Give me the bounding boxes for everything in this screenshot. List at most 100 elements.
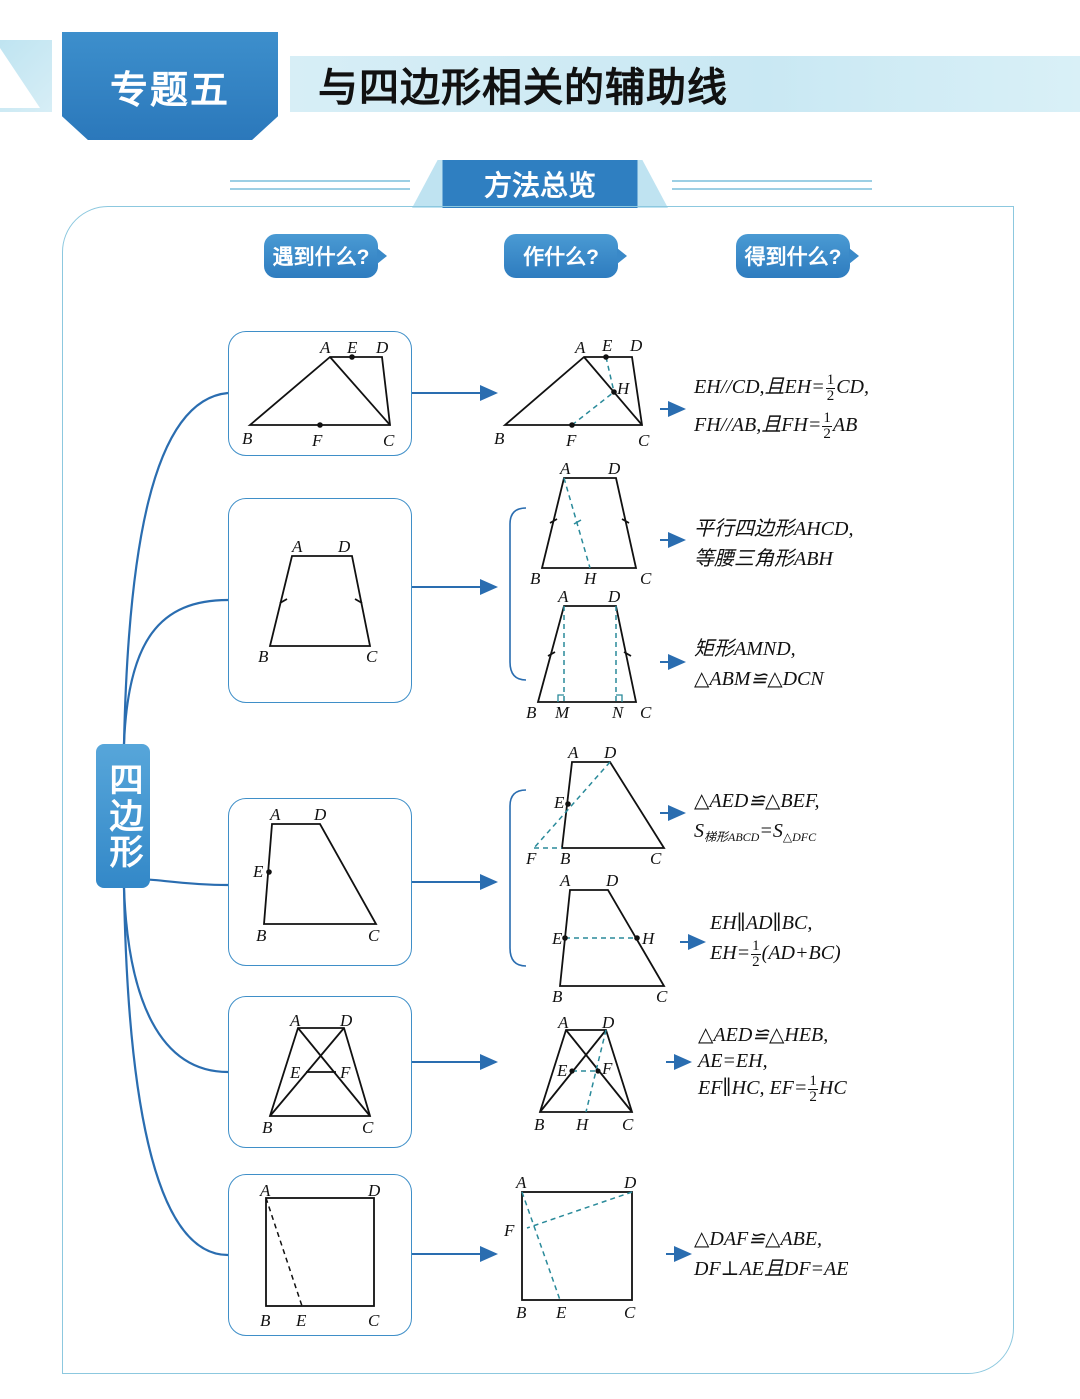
svg-text:B: B <box>552 987 563 1006</box>
column-header-result: 得到什么? <box>736 234 859 278</box>
svg-text:A: A <box>557 1013 569 1032</box>
ribbon-line-right <box>672 180 872 182</box>
svg-text:C: C <box>656 987 668 1006</box>
svg-text:E: E <box>346 338 358 357</box>
condition-box-1 <box>228 331 412 456</box>
svg-text:H: H <box>575 1115 590 1134</box>
ribbon-line-right-2 <box>672 188 872 190</box>
svg-text:D: D <box>339 1011 353 1030</box>
result-3a: △AED≌△BEF, S梯形ABCD=S△DFC <box>694 786 819 852</box>
svg-text:A: A <box>259 1181 271 1200</box>
result-2a-line-1: 平行四边形AHCD, <box>694 518 854 540</box>
svg-text:H: H <box>641 929 656 948</box>
svg-text:A: A <box>269 805 281 824</box>
svg-text:B: B <box>560 849 571 868</box>
brace-row-3 <box>509 789 527 967</box>
figure-3-condition <box>263 823 378 925</box>
svg-text:B: B <box>534 1115 545 1134</box>
figure-4-condition <box>268 1027 372 1117</box>
svg-text:M: M <box>554 703 570 722</box>
brace-row-2 <box>509 507 527 681</box>
svg-text:A: A <box>291 537 303 556</box>
svg-text:F: F <box>503 1221 515 1240</box>
ribbon-line-left-2 <box>230 188 410 190</box>
svg-text:B: B <box>516 1303 527 1322</box>
result-3b-line-1: EH∥AD∥BC, <box>710 912 813 934</box>
svg-text:A: A <box>289 1011 301 1030</box>
svg-text:H: H <box>616 379 631 398</box>
condition-box-3 <box>228 798 412 966</box>
figure-5-condition <box>265 1197 375 1307</box>
svg-text:E: E <box>289 1063 301 1082</box>
svg-text:E: E <box>551 929 563 948</box>
svg-text:C: C <box>368 926 380 945</box>
svg-text:C: C <box>366 647 378 666</box>
svg-text:E: E <box>601 336 613 355</box>
figure-2-construct-b <box>536 605 638 703</box>
svg-text:D: D <box>367 1181 381 1200</box>
svg-text:B: B <box>262 1118 273 1137</box>
svg-text:C: C <box>383 431 395 450</box>
result-2b-line-2: △ABM≌△DCN <box>694 668 824 690</box>
svg-text:D: D <box>605 871 619 890</box>
svg-text:E: E <box>553 793 565 812</box>
svg-text:N: N <box>611 703 625 722</box>
svg-text:C: C <box>362 1118 374 1137</box>
result-4-line-1: △AED≌△HEB, <box>698 1024 829 1046</box>
svg-text:A: A <box>515 1173 527 1192</box>
svg-text:F: F <box>601 1059 613 1078</box>
svg-text:D: D <box>603 743 617 762</box>
svg-text:B: B <box>530 569 541 588</box>
figure-5-construct <box>521 1191 633 1301</box>
svg-text:C: C <box>640 703 652 722</box>
result-2b: 矩形AMND, △ABM≌△DCN <box>694 634 824 694</box>
svg-text:C: C <box>622 1115 634 1134</box>
svg-text:B: B <box>256 926 267 945</box>
svg-text:D: D <box>601 1013 615 1032</box>
svg-text:D: D <box>607 587 621 606</box>
result-2a: 平行四边形AHCD, 等腰三角形ABH <box>694 514 853 574</box>
svg-text:C: C <box>624 1303 636 1322</box>
svg-text:A: A <box>559 459 571 478</box>
column-header-encounter: 遇到什么? <box>264 234 387 278</box>
svg-text:F: F <box>565 431 577 450</box>
svg-text:A: A <box>559 871 571 890</box>
svg-text:D: D <box>623 1173 637 1192</box>
svg-text:C: C <box>368 1311 380 1330</box>
svg-text:D: D <box>629 336 643 355</box>
svg-text:B: B <box>242 429 253 448</box>
figure-3-construct-b <box>559 889 666 987</box>
svg-text:C: C <box>638 431 650 450</box>
result-5-line-2: DF⊥AE且DF=AE <box>694 1258 849 1280</box>
figure-3-construct-a <box>560 761 666 849</box>
svg-text:E: E <box>295 1311 307 1330</box>
svg-text:B: B <box>494 429 505 448</box>
figure-2-construct-a <box>540 477 638 569</box>
svg-text:C: C <box>640 569 652 588</box>
topic-badge: 专题五 <box>62 32 278 140</box>
content-frame <box>62 206 1014 1374</box>
svg-text:B: B <box>526 703 537 722</box>
result-2a-line-2: 等腰三角形ABH <box>694 548 833 570</box>
svg-text:D: D <box>607 459 621 478</box>
svg-text:B: B <box>260 1311 271 1330</box>
svg-text:D: D <box>313 805 327 824</box>
result-3a-line-2: S梯形ABCD=S△DFC <box>694 820 817 844</box>
result-5-line-1: △DAF≌△ABE, <box>694 1228 823 1250</box>
condition-box-5 <box>228 1174 412 1336</box>
svg-text:E: E <box>252 862 264 881</box>
arrows-to-result <box>660 401 706 1262</box>
ribbon-line-left <box>230 180 410 182</box>
arrows-to-construct <box>412 385 498 1262</box>
result-5: △DAF≌△ABE, DF⊥AE且DF=AE <box>694 1224 849 1284</box>
svg-text:D: D <box>375 338 389 357</box>
figure-1-condition <box>247 356 392 426</box>
